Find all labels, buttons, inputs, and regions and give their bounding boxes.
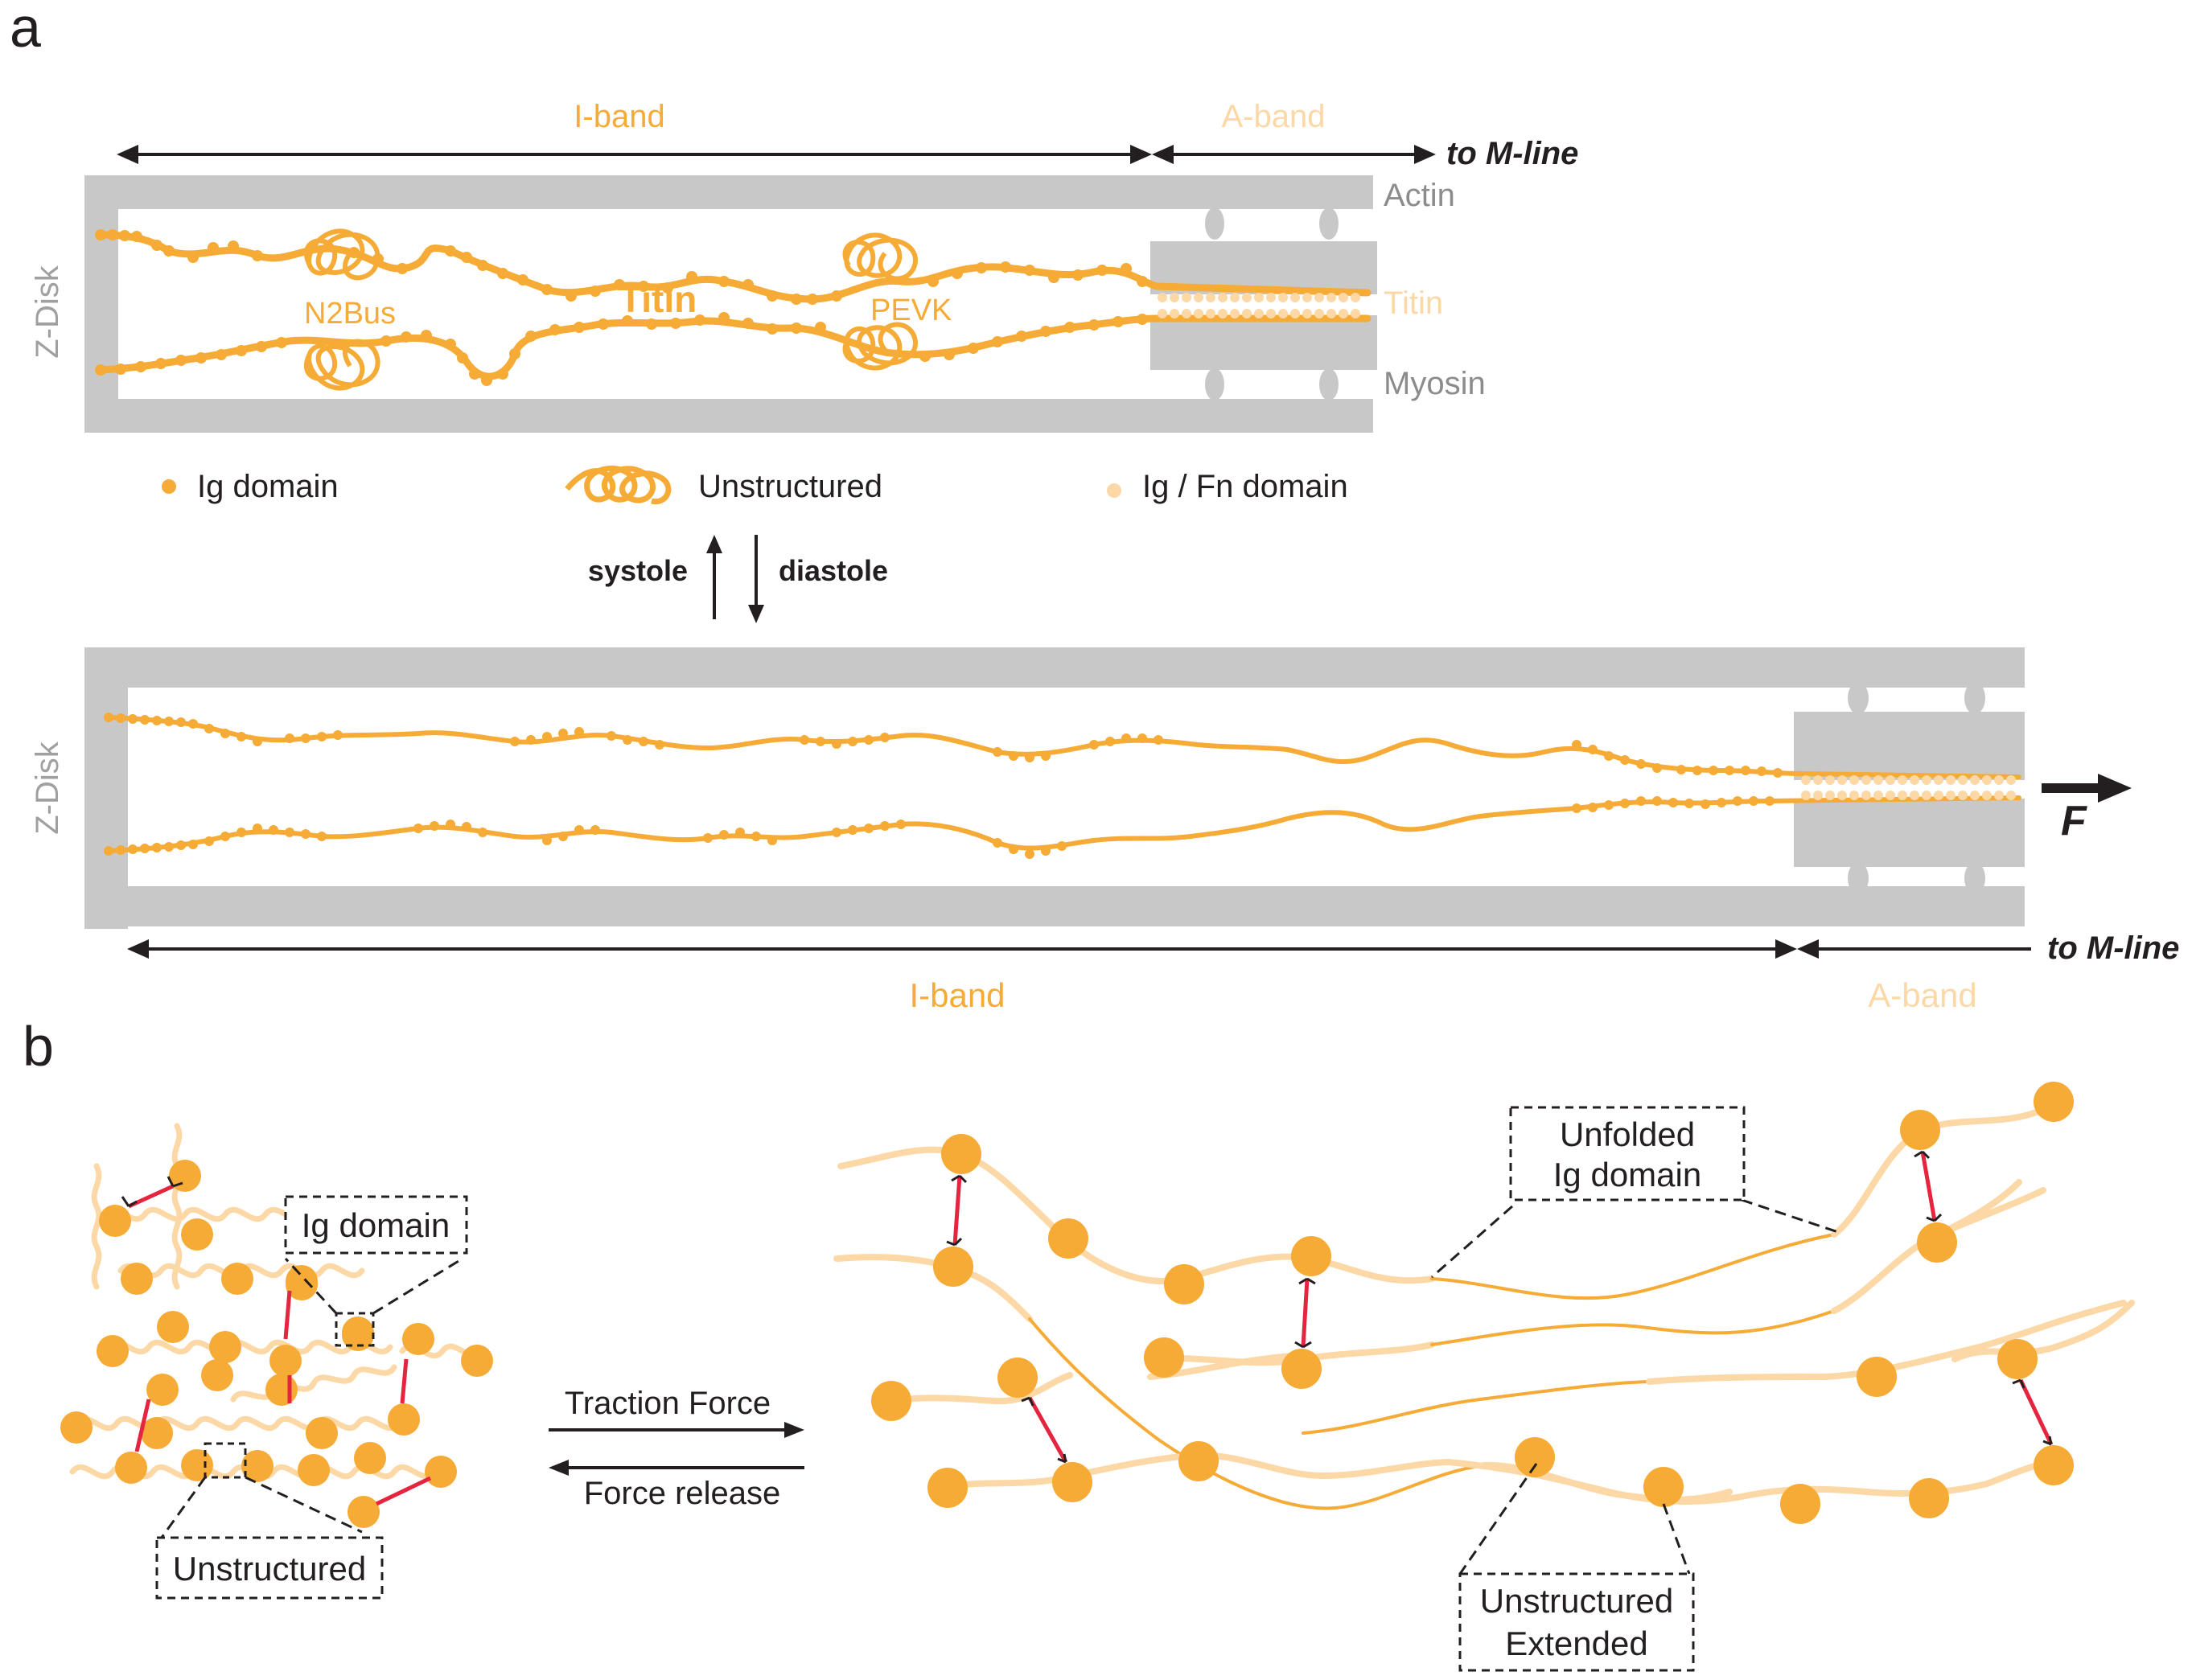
legend-ig-dot [162, 479, 176, 494]
top-cross-bridges [1205, 207, 1339, 400]
actin-label: Actin [1384, 178, 1455, 213]
bottom-cross-bridges [1848, 682, 1985, 894]
panel-b-label: b [23, 1015, 54, 1078]
top-a-band-label: A-band [1222, 99, 1326, 134]
bottom-myosin-lower [1794, 799, 2025, 867]
top-actin-filament [84, 175, 1373, 209]
top-myosin-lower [1150, 315, 1377, 370]
diastole-arrowhead [748, 605, 764, 623]
extended-leader-1 [1458, 1463, 1538, 1575]
bottom-bottom-actin-filament [84, 886, 2025, 926]
crosslink-ticks [121, 1150, 2053, 1464]
top-m-line-label: to M-line [1446, 136, 1578, 171]
traction-force-arrowhead [784, 1422, 804, 1438]
top-pevk-coils [842, 232, 918, 371]
unstructured-zoom-leader-2 [245, 1476, 363, 1534]
top-i-band-label: I-band [574, 99, 664, 134]
top-z-disk [84, 175, 118, 433]
force-label: F [2061, 798, 2087, 844]
unfolded-leader-2 [1741, 1198, 1839, 1234]
network-compact-strands [69, 1123, 486, 1480]
unfolded-ig-callout-box [1509, 1106, 1746, 1201]
bottom-ig-fn-domains [1801, 775, 2016, 800]
unfolded-leader-1 [1431, 1205, 1513, 1279]
top-ig-fn-domains [1158, 293, 1360, 318]
unstructured-extended-callout-line2: Extended [1505, 1625, 1647, 1662]
unfolded-ig-callout-line2: Ig domain [1553, 1156, 1701, 1193]
top-bottom-actin-filament [84, 399, 1373, 433]
diastole-label: diastole [779, 554, 888, 587]
bottom-i-band-arrowhead-right [1775, 939, 1797, 959]
ig-domain-callout-label: Ig domain [302, 1206, 450, 1244]
bottom-m-line-label: to M-line [2047, 930, 2179, 966]
bottom-z-disk-label: Z-Disk [30, 741, 65, 835]
titin-center-label: Titin [619, 278, 697, 320]
ig-zoom-leader-1 [284, 1257, 338, 1315]
myosin-label: Myosin [1384, 366, 1486, 401]
ig-domain-callout-box [284, 1195, 468, 1255]
bottom-myosin-upper [1794, 712, 2025, 780]
unstructured-extended-callout-line1: Unstructured [1480, 1582, 1673, 1620]
top-a-band-arrowhead-left [1152, 145, 1174, 164]
n2bus-label: N2Bus [304, 297, 396, 331]
legend-ig-fn-label: Ig / Fn domain [1142, 469, 1348, 504]
network-extended-strands [833, 1100, 2135, 1510]
systole-label: systole [588, 554, 688, 587]
network-compact-crosslinks [127, 1184, 432, 1506]
top-i-band-arrowhead-right [1130, 145, 1152, 164]
force-release-arrowhead [549, 1460, 569, 1476]
systole-arrowhead [706, 535, 722, 553]
unfolded-ig-callout-line1: Unfolded [1560, 1115, 1695, 1153]
legend-ig-fn-dot [1107, 483, 1121, 498]
legend-unstructured-label: Unstructured [698, 469, 882, 504]
panel-a-label: a [10, 0, 41, 59]
ig-zoom-leader-2 [372, 1257, 463, 1315]
bottom-actin-filament [84, 647, 2025, 688]
unstructured-callout-label: Unstructured [173, 1550, 366, 1588]
top-a-band-arrowhead-right [1414, 145, 1436, 164]
network-extended-ig-beads [871, 1082, 2074, 1524]
unstructured-zoom-leader-1 [155, 1477, 207, 1545]
titin-right-label: Titin [1384, 285, 1443, 321]
bottom-a-band-label: A-band [1868, 976, 1976, 1014]
bottom-a-band-arrowhead-left [1797, 939, 1819, 959]
legend-ig-label: Ig domain [197, 469, 339, 504]
unstructured-extended-callout-box [1458, 1572, 1695, 1672]
top-z-disk-label: Z-Disk [30, 265, 65, 359]
legend-unstructured-coil [565, 465, 672, 505]
top-ig-domains-lower [95, 312, 1148, 386]
traction-force-label: Traction Force [565, 1386, 771, 1421]
bottom-ig-domains-upper [104, 713, 1783, 778]
bottom-i-band-arrowhead-left [127, 939, 149, 959]
pevk-label: PEVK [870, 294, 952, 327]
top-ig-domains-upper [95, 229, 1148, 305]
unstructured-callout-box [155, 1536, 384, 1600]
unstructured-zoom-box [204, 1442, 247, 1479]
bottom-ig-domains-lower [104, 796, 1775, 859]
network-extended-crosslinks [952, 1151, 2054, 1464]
top-n2bus-coils [303, 228, 380, 391]
extended-leader-2 [1662, 1503, 1691, 1575]
bottom-titin-lower-chain [106, 795, 2021, 853]
bottom-i-band-label: I-band [909, 976, 1005, 1014]
force-release-label: Force release [584, 1476, 781, 1511]
top-i-band-arrowhead-left [117, 145, 138, 164]
bottom-z-disk [84, 647, 128, 929]
force-arrowhead [2098, 774, 2132, 803]
